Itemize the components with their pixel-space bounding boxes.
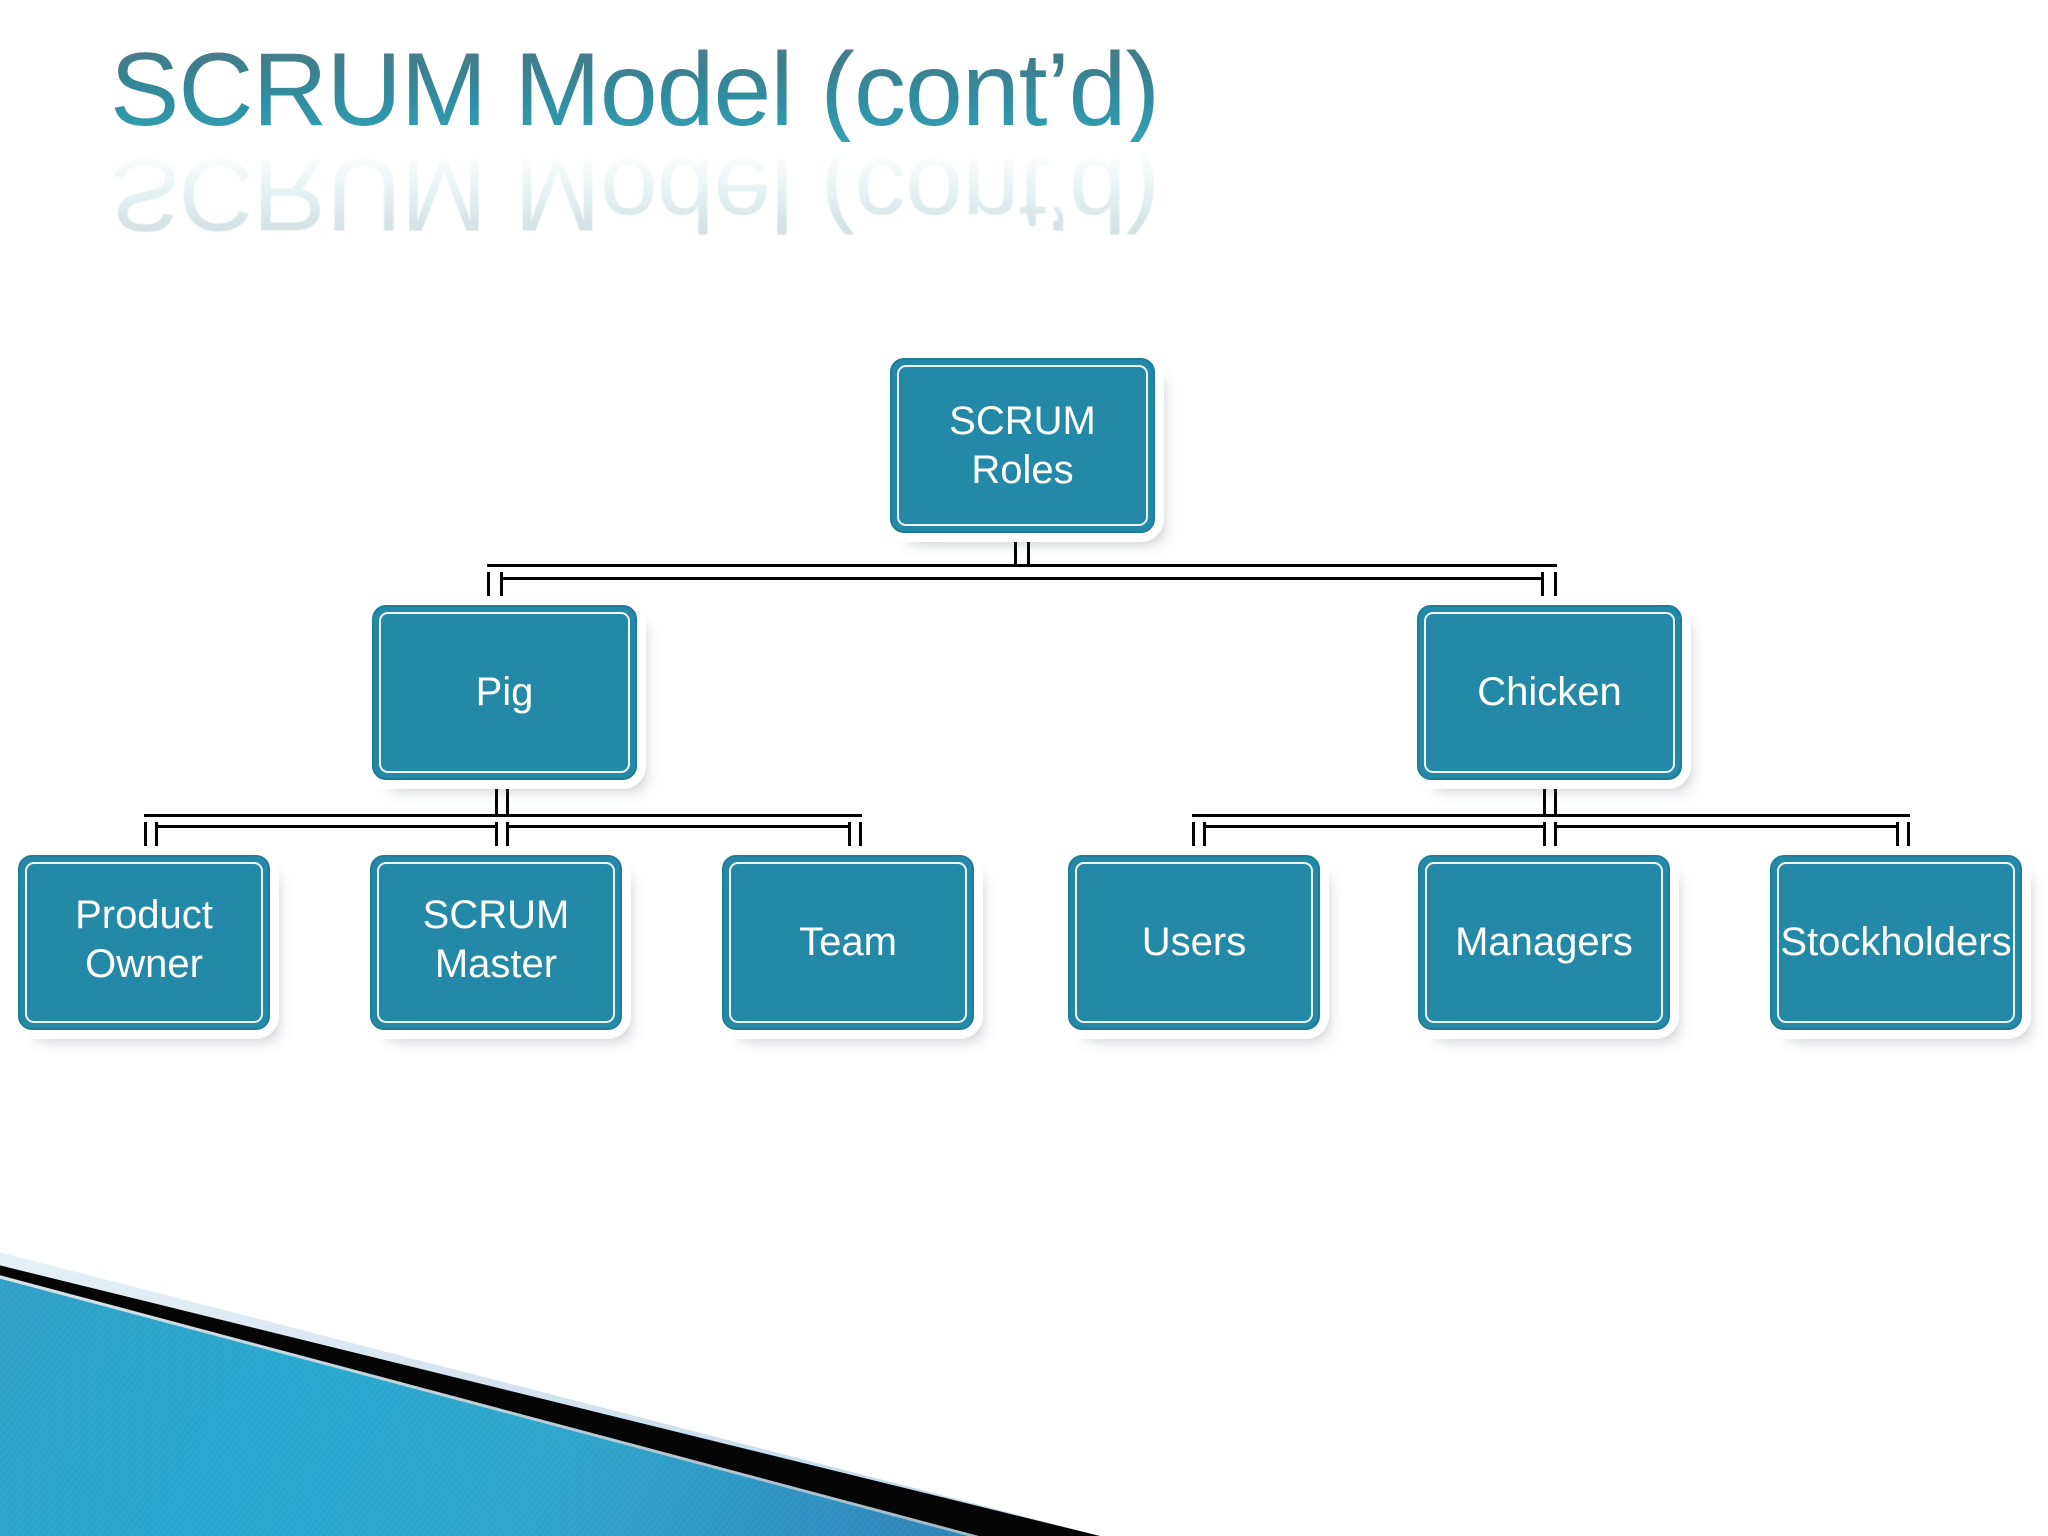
node-users[interactable]: Users	[1068, 855, 1320, 1030]
connector-level1-bus	[487, 564, 1557, 580]
node-scrum-master[interactable]: SCRUM Master	[370, 855, 622, 1030]
node-product-owner[interactable]: Product Owner	[18, 855, 270, 1030]
node-scrum-roles[interactable]: SCRUM Roles	[890, 358, 1155, 533]
connector-to-team	[848, 822, 862, 856]
node-stockholders-label: Stockholders	[1780, 920, 2012, 965]
node-managers[interactable]: Managers	[1418, 855, 1670, 1030]
connector-to-scrum-master	[495, 822, 509, 856]
connector-to-managers	[1543, 822, 1557, 856]
node-chicken[interactable]: Chicken	[1417, 605, 1682, 780]
node-stockholders[interactable]: Stockholders	[1770, 855, 2022, 1030]
connector-chicken-stem	[1543, 780, 1557, 822]
connector-root-stem	[1014, 530, 1030, 572]
node-team-label: Team	[799, 920, 897, 965]
node-scrum-roles-label: SCRUM Roles	[949, 398, 1096, 492]
node-team[interactable]: Team	[722, 855, 974, 1030]
connector-to-users	[1192, 822, 1206, 856]
node-scrum-master-label: SCRUM Master	[422, 892, 570, 986]
node-chicken-label: Chicken	[1477, 670, 1622, 715]
node-managers-label: Managers	[1455, 920, 1633, 965]
node-pig[interactable]: Pig	[372, 605, 637, 780]
connector-to-pig	[487, 572, 503, 614]
connector-pig-stem	[495, 780, 509, 822]
node-users-label: Users	[1141, 920, 1247, 965]
node-pig-label: Pig	[475, 670, 534, 715]
connector-to-chicken	[1541, 572, 1557, 614]
connector-to-stockholders	[1896, 822, 1910, 856]
node-product-owner-label: Product Owner	[75, 892, 213, 986]
connector-to-product-owner	[144, 822, 158, 856]
